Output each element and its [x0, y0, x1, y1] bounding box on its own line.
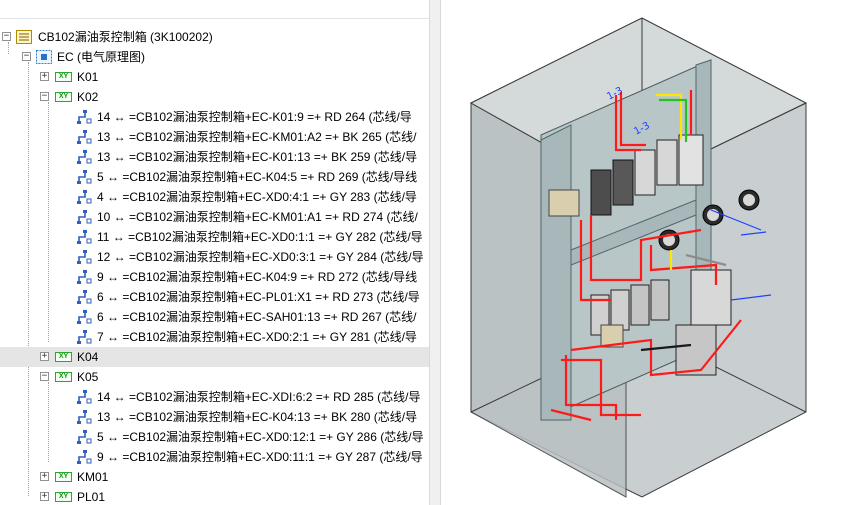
wire-connection-icon	[77, 270, 92, 284]
wire-connection-icon	[77, 210, 92, 224]
wire-connection-icon	[77, 390, 92, 404]
tree-node-label: K04	[77, 350, 99, 364]
connection-item[interactable]: 5 ↔ =CB102漏油泵控制箱+EC-XD0:12:1 =+ GY 286 (…	[0, 427, 429, 447]
connection-label: 4 ↔ =CB102漏油泵控制箱+EC-XD0:4:1 =+ GY 283 (芯…	[97, 190, 417, 204]
cabinet-icon	[16, 30, 32, 44]
tree-node-k01[interactable]: + XY K01	[0, 67, 429, 87]
tree-node-pl01[interactable]: + XY PL01	[0, 487, 429, 505]
connection-label: 14 ↔ =CB102漏油泵控制箱+EC-XDI:6:2 =+ RD 285 (…	[97, 390, 421, 404]
expand-toggle[interactable]: +	[40, 491, 49, 501]
connection-item[interactable]: 4 ↔ =CB102漏油泵控制箱+EC-XD0:4:1 =+ GY 283 (芯…	[0, 187, 429, 207]
wire-duct-middle	[570, 199, 697, 266]
connection-item[interactable]: 13 ↔ =CB102漏油泵控制箱+EC-K04:13 =+ BK 280 (芯…	[0, 407, 429, 427]
device-icon: XY	[55, 92, 72, 102]
connection-label: 11 ↔ =CB102漏油泵控制箱+EC-XD0:1:1 =+ GY 282 (…	[97, 230, 423, 244]
connection-label: 7 ↔ =CB102漏油泵控制箱+EC-XD0:2:1 =+ GY 281 (芯…	[97, 330, 417, 344]
wire-connection-icon	[77, 290, 92, 304]
device-icon: XY	[55, 372, 72, 382]
tree-node-ec[interactable]: − EC (电气原理图)	[0, 47, 429, 67]
connection-item[interactable]: 11 ↔ =CB102漏油泵控制箱+EC-XD0:1:1 =+ GY 282 (…	[0, 227, 429, 247]
tree-node-k04[interactable]: + XY K04	[0, 347, 429, 367]
tree-guide-line	[8, 42, 9, 54]
relay-group-lower	[590, 269, 732, 376]
connection-label: 12 ↔ =CB102漏油泵控制箱+EC-XD0:3:1 =+ GY 284 (…	[97, 250, 424, 264]
device-icon: XY	[55, 352, 72, 362]
tree-guide-line	[28, 62, 29, 496]
tree-node-label: CB102漏油泵控制箱 (3K100202)	[38, 30, 213, 44]
device-icon: XY	[55, 72, 72, 82]
device-icon: XY	[55, 472, 72, 482]
connection-label: 9 ↔ =CB102漏油泵控制箱+EC-XD0:11:1 =+ GY 287 (…	[97, 450, 423, 464]
expand-toggle[interactable]: +	[40, 351, 49, 361]
wiring-harness	[550, 90, 772, 422]
tree-node-root[interactable]: − CB102漏油泵控制箱 (3K100202)	[0, 27, 429, 47]
connection-label: 6 ↔ =CB102漏油泵控制箱+EC-SAH01:13 =+ RD 267 (…	[97, 310, 417, 324]
wire-connection-icon	[77, 170, 92, 184]
wire-connection-icon	[77, 430, 92, 444]
connection-label: 14 ↔ =CB102漏油泵控制箱+EC-K01:9 =+ RD 264 (芯线…	[97, 110, 412, 124]
connection-item[interactable]: 13 ↔ =CB102漏油泵控制箱+EC-KM01:A2 =+ BK 265 (…	[0, 127, 429, 147]
connection-label: 5 ↔ =CB102漏油泵控制箱+EC-K04:5 =+ RD 269 (芯线/…	[97, 170, 418, 184]
collapse-toggle[interactable]: −	[40, 371, 49, 381]
tree-node-label: K02	[77, 90, 99, 104]
connection-label: 13 ↔ =CB102漏油泵控制箱+EC-K04:13 =+ BK 280 (芯…	[97, 410, 418, 424]
connection-item[interactable]: 6 ↔ =CB102漏油泵控制箱+EC-PL01:X1 =+ RD 273 (芯…	[0, 287, 429, 307]
connection-item[interactable]: 14 ↔ =CB102漏油泵控制箱+EC-XDI:6:2 =+ RD 285 (…	[0, 387, 429, 407]
connection-label: 6 ↔ =CB102漏油泵控制箱+EC-PL01:X1 =+ RD 273 (芯…	[97, 290, 420, 304]
wire-connection-icon	[77, 330, 92, 344]
connection-label: 13 ↔ =CB102漏油泵控制箱+EC-K01:13 =+ BK 259 (芯…	[97, 150, 418, 164]
wire-connection-icon	[77, 410, 92, 424]
connection-item[interactable]: 5 ↔ =CB102漏油泵控制箱+EC-K04:5 =+ RD 269 (芯线/…	[0, 167, 429, 187]
collapse-toggle[interactable]: −	[2, 31, 11, 41]
wire-connection-icon	[77, 110, 92, 124]
tree-node-k02[interactable]: − XY K02	[0, 87, 429, 107]
wire-connection-icon	[77, 150, 92, 164]
tree-top-strip	[0, 0, 429, 19]
connection-item[interactable]: 12 ↔ =CB102漏油泵控制箱+EC-XD0:3:1 =+ GY 284 (…	[0, 247, 429, 267]
expand-toggle[interactable]: +	[40, 471, 49, 481]
tree-node-label: K05	[77, 370, 99, 384]
tree-node-label: EC (电气原理图)	[57, 50, 145, 64]
connection-label: 13 ↔ =CB102漏油泵控制箱+EC-KM01:A2 =+ BK 265 (…	[97, 130, 417, 144]
wire-connection-icon	[77, 130, 92, 144]
wire-connection-icon	[77, 310, 92, 324]
expand-toggle[interactable]: +	[40, 71, 49, 81]
tree-guide-line	[48, 102, 49, 342]
connection-item[interactable]: 9 ↔ =CB102漏油泵控制箱+EC-K04:9 =+ RD 272 (芯线/…	[0, 267, 429, 287]
tree-node-k05[interactable]: − XY K05	[0, 367, 429, 387]
device-icon: XY	[55, 492, 72, 502]
cabinet-3d-model: 1-3 1-3	[469, 17, 808, 498]
tree-node-km01[interactable]: + XY KM01	[0, 467, 429, 487]
connection-item[interactable]: 6 ↔ =CB102漏油泵控制箱+EC-SAH01:13 =+ RD 267 (…	[0, 307, 429, 327]
connection-label: 10 ↔ =CB102漏油泵控制箱+EC-KM01:A1 =+ RD 274 (…	[97, 210, 418, 224]
collapse-toggle[interactable]: −	[40, 91, 49, 101]
connection-item[interactable]: 14 ↔ =CB102漏油泵控制箱+EC-K01:9 =+ RD 264 (芯线…	[0, 107, 429, 127]
tree-guide-line	[48, 382, 49, 462]
connection-label: 5 ↔ =CB102漏油泵控制箱+EC-XD0:12:1 =+ GY 286 (…	[97, 430, 424, 444]
collapse-toggle[interactable]: −	[22, 51, 31, 61]
pilot-lamps	[658, 189, 760, 251]
connection-item[interactable]: 10 ↔ =CB102漏油泵控制箱+EC-KM01:A1 =+ RD 274 (…	[0, 207, 429, 227]
connection-item[interactable]: 7 ↔ =CB102漏油泵控制箱+EC-XD0:2:1 =+ GY 281 (芯…	[0, 327, 429, 347]
wire-connection-icon	[77, 250, 92, 264]
relay-group-upper	[548, 134, 704, 217]
wire-connection-icon	[77, 450, 92, 464]
project-tree[interactable]: − CB102漏油泵控制箱 (3K100202) − EC (电气原理图) + …	[0, 0, 429, 505]
wire-connection-icon	[77, 230, 92, 244]
connection-item[interactable]: 9 ↔ =CB102漏油泵控制箱+EC-XD0:11:1 =+ GY 287 (…	[0, 447, 429, 467]
connection-label: 9 ↔ =CB102漏油泵控制箱+EC-K04:9 =+ RD 272 (芯线/…	[97, 270, 418, 284]
pane-splitter[interactable]	[429, 0, 441, 505]
connection-item[interactable]: 13 ↔ =CB102漏油泵控制箱+EC-K01:13 =+ BK 259 (芯…	[0, 147, 429, 167]
tree-node-label: K01	[77, 70, 99, 84]
3d-viewport[interactable]: 1-3 1-3	[441, 0, 842, 505]
tree-node-label: KM01	[77, 470, 109, 484]
wire-connection-icon	[77, 190, 92, 204]
schematic-icon	[36, 50, 52, 64]
tree-node-label: PL01	[77, 490, 106, 504]
